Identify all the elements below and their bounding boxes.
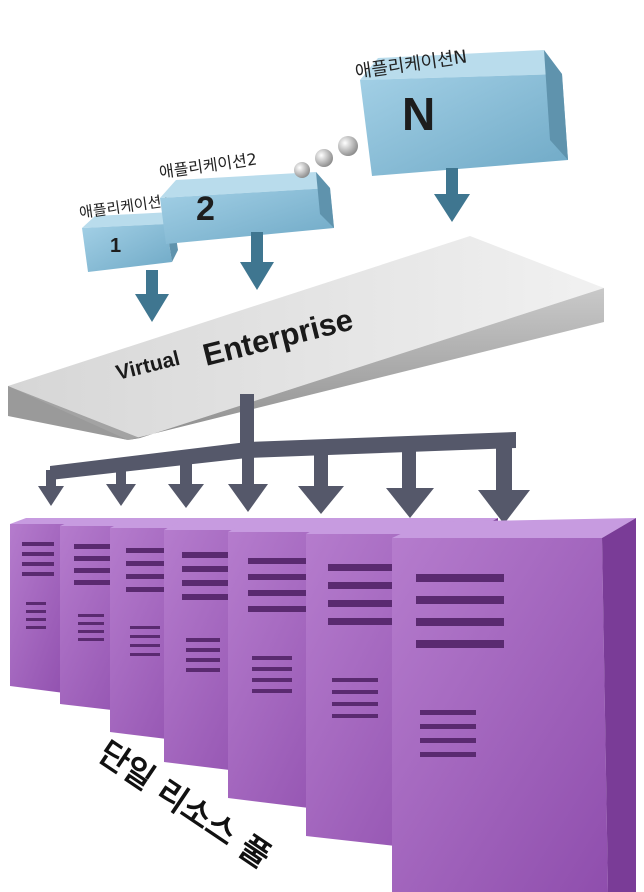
arrow-head-5 — [298, 486, 344, 514]
server-7 — [392, 518, 636, 892]
ellipsis-ball-2 — [315, 149, 333, 167]
virtual-enterprise-layer: Virtual Enterprise — [8, 236, 604, 440]
application-2-arrow-shaft — [251, 232, 263, 266]
arrow-head-4 — [228, 484, 268, 512]
arrow-head-7 — [478, 490, 530, 524]
application-1: 1 애플리케이션1 — [78, 191, 178, 322]
branch-bar — [50, 432, 516, 480]
application-n: N 애플리케이션N — [354, 46, 568, 222]
arrow-head-2 — [106, 484, 136, 506]
application-2-arrow-head — [240, 262, 274, 290]
arrow-head-6 — [386, 488, 434, 518]
application-n-arrow-head — [434, 194, 470, 222]
application-2-number: 2 — [196, 190, 215, 228]
application-1-arrow-shaft — [146, 270, 158, 296]
arrow-head-3 — [168, 484, 204, 508]
server-rack — [10, 518, 636, 892]
arrow-head-1 — [38, 486, 64, 506]
distribution-arrows — [38, 394, 530, 524]
application-n-number: N — [402, 88, 435, 140]
application-1-arrow-head — [135, 294, 169, 322]
ellipsis-ball-3 — [338, 136, 358, 156]
ellipsis-ball-1 — [294, 162, 310, 178]
application-1-number: 1 — [110, 235, 121, 257]
trunk-line — [240, 394, 254, 448]
application-n-arrow-shaft — [446, 168, 458, 196]
